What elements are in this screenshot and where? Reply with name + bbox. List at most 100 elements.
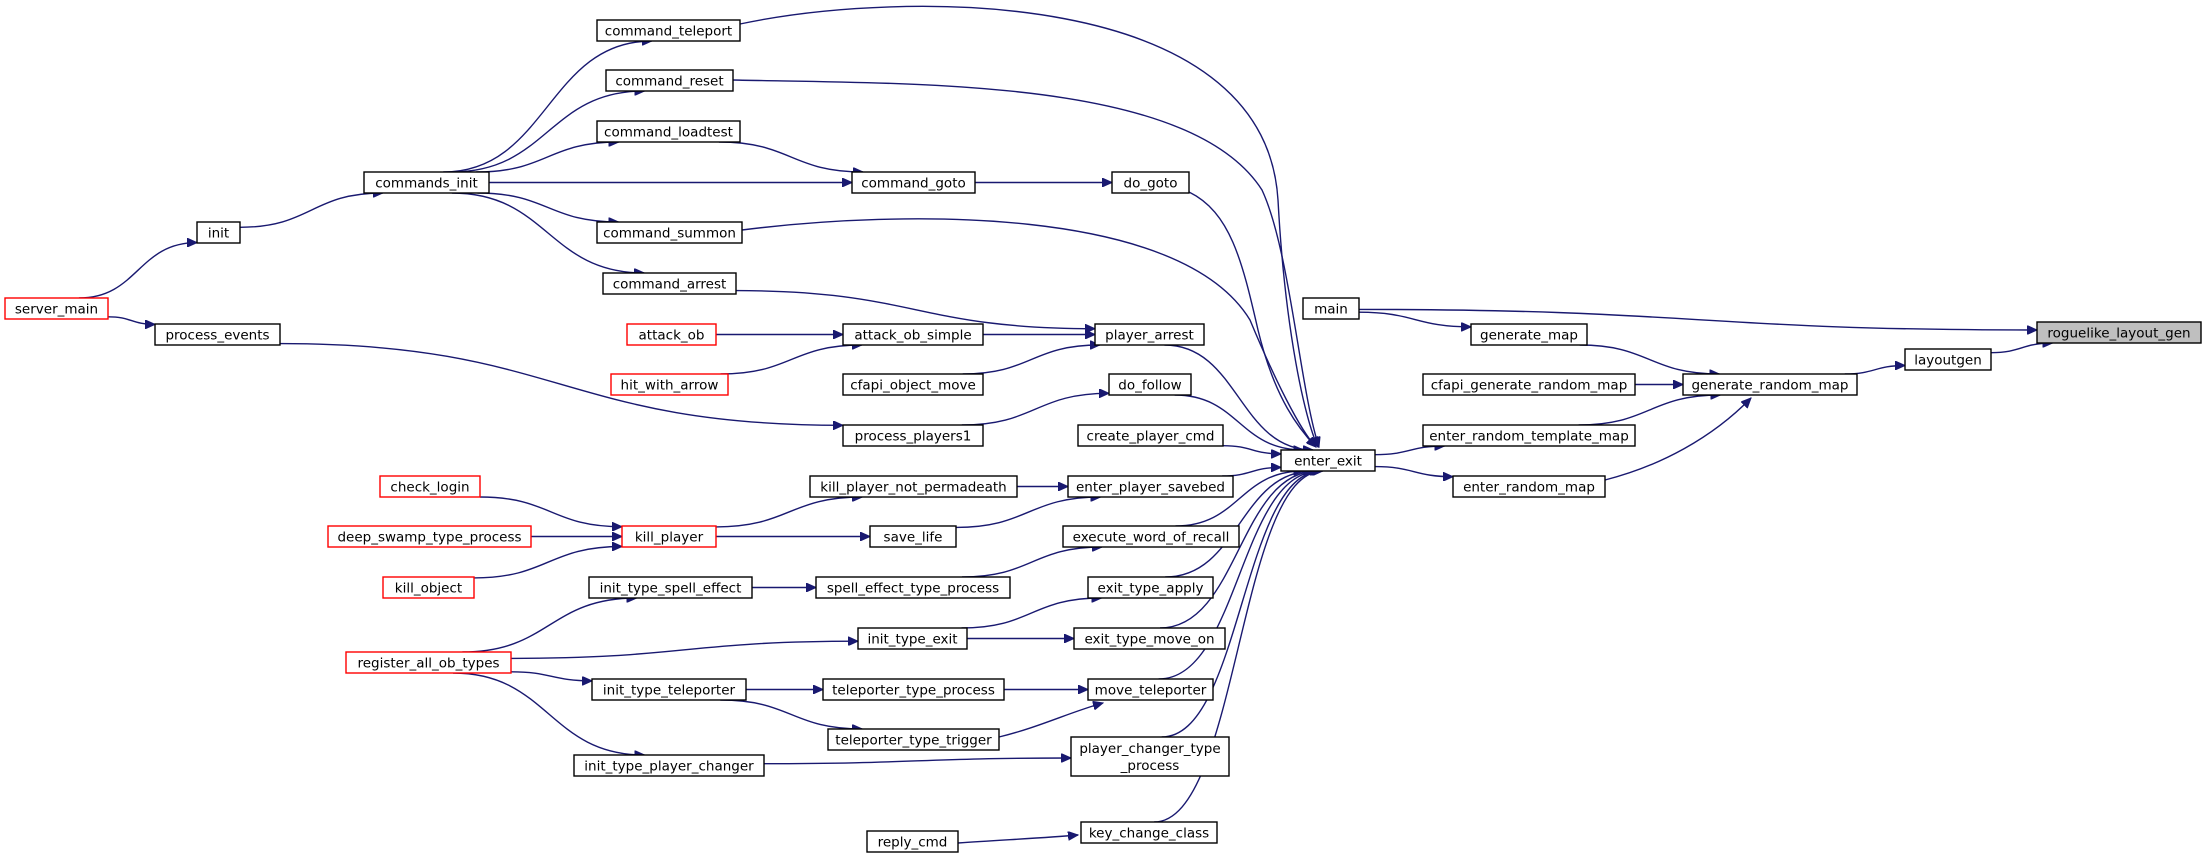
- node-label: kill_object: [395, 581, 462, 597]
- node-label: enter_random_map: [1463, 480, 1595, 496]
- node-server-main[interactable]: server_main: [4, 297, 109, 320]
- node-box: [596, 19, 741, 42]
- node-command-teleport[interactable]: command_teleport: [596, 19, 741, 42]
- node-command-loadtest[interactable]: command_loadtest: [596, 120, 741, 143]
- edge-line: [1579, 344, 1720, 374]
- edge-line: [1165, 471, 1313, 578]
- node-player-arrest[interactable]: player_arrest: [1094, 323, 1205, 346]
- node-init-type-player-changer[interactable]: init_type_player_changer: [573, 754, 765, 777]
- node-kill-player-not-permadeath[interactable]: kill_player_not_permadeath: [809, 475, 1018, 498]
- node-check-login[interactable]: check_login: [379, 475, 481, 498]
- node-init-type-exit[interactable]: init_type_exit: [857, 627, 968, 650]
- node-box: [196, 221, 241, 244]
- edge-line: [1154, 471, 1323, 823]
- node-teleporter-type-process[interactable]: teleporter_type_process: [822, 678, 1005, 701]
- node-box: [1904, 348, 1992, 371]
- node-do-follow[interactable]: do_follow: [1108, 373, 1192, 396]
- node-box: [621, 525, 717, 548]
- node-attack-ob-simple[interactable]: attack_ob_simple: [842, 323, 984, 346]
- edge-save_life-to-enter_player_savebed: [955, 497, 1101, 529]
- node-hit-with-arrow[interactable]: hit_with_arrow: [610, 373, 729, 396]
- node-box: [379, 475, 481, 498]
- node-label: check_login: [390, 480, 469, 496]
- edge-command_arrest-to-player_arrest: [735, 289, 1095, 329]
- node-exit-type-apply[interactable]: exit_type_apply: [1087, 576, 1214, 599]
- node-box: [596, 120, 741, 143]
- node-kill-player[interactable]: kill_player: [621, 525, 717, 548]
- node-box: [866, 830, 959, 853]
- node-box: [842, 424, 984, 447]
- edge-do_follow-to-enter_exit: [1174, 394, 1304, 450]
- edge-exit_type_move_on-to-enter_exit: [1159, 471, 1318, 629]
- edge-line: [1990, 343, 2053, 354]
- edge-main-to-roguelike_layout_gen: [1358, 308, 2037, 330]
- node-box: [1094, 323, 1205, 346]
- node-deep-swamp-type-process[interactable]: deep_swamp_type_process: [327, 525, 532, 548]
- node-register-all-ob-types[interactable]: register_all_ob_types: [345, 651, 512, 674]
- edge-line: [1222, 445, 1281, 454]
- node-label: _process: [1120, 758, 1180, 774]
- node-kill-object[interactable]: kill_object: [382, 576, 475, 599]
- node-move-teleporter[interactable]: move_teleporter: [1087, 678, 1214, 701]
- node-command-reset[interactable]: command_reset: [605, 69, 734, 92]
- node-enter-player-savebed[interactable]: enter_player_savebed: [1067, 475, 1234, 498]
- node-box: [382, 576, 475, 599]
- node-command-arrest[interactable]: command_arrest: [602, 272, 737, 295]
- node-teleporter-type-trigger[interactable]: teleporter_type_trigger: [827, 728, 1000, 751]
- node-attack-ob[interactable]: attack_ob: [626, 323, 717, 346]
- node-cfapi-generate-random-map[interactable]: cfapi_generate_random_map: [1422, 373, 1636, 396]
- edge-move_teleporter-to-enter_exit: [1158, 471, 1320, 680]
- node-main[interactable]: main: [1302, 297, 1360, 320]
- node-spell-effect-type-process[interactable]: spell_effect_type_process: [815, 576, 1011, 599]
- node-command-goto[interactable]: command_goto: [851, 171, 976, 194]
- node-process-events[interactable]: process_events: [154, 323, 281, 346]
- edge-line: [957, 835, 1078, 844]
- node-player-changer-type-process[interactable]: player_changer_type_process: [1070, 736, 1230, 777]
- edge-line: [739, 5, 1319, 447]
- node-execute-word-of-recall[interactable]: execute_word_of_recall: [1062, 525, 1240, 548]
- node-box: [1682, 373, 1858, 396]
- node-label: hit_with_arrow: [621, 378, 719, 394]
- edge-line: [1174, 394, 1304, 450]
- node-do-goto[interactable]: do_goto: [1111, 171, 1190, 194]
- edge-line: [239, 193, 383, 228]
- node-create-player-cmd[interactable]: create_player_cmd: [1077, 424, 1224, 447]
- edge-teleporter_type_trigger-to-move_teleporter: [998, 703, 1103, 738]
- node-enter-exit[interactable]: enter_exit: [1280, 449, 1376, 472]
- node-roguelike-layout-gen[interactable]: roguelike_layout_gen: [2036, 321, 2202, 344]
- node-label: deep_swamp_type_process: [337, 530, 521, 546]
- node-label: exit_type_apply: [1098, 581, 1204, 597]
- node-box: [1087, 678, 1214, 701]
- node-init[interactable]: init: [196, 221, 241, 244]
- edge-generate_random_map-to-layoutgen: [1844, 366, 1905, 375]
- node-cfapi-object-move[interactable]: cfapi_object_move: [842, 373, 984, 396]
- edge-check_login-to-kill_player: [479, 496, 622, 527]
- node-init-type-teleporter[interactable]: init_type_teleporter: [591, 678, 747, 701]
- node-reply-cmd[interactable]: reply_cmd: [866, 830, 959, 853]
- edge-enter_random_map-to-generate_random_map: [1604, 398, 1751, 481]
- node-process-players1[interactable]: process_players1: [842, 424, 984, 447]
- edge-line: [78, 243, 197, 299]
- node-init-type-spell-effect[interactable]: init_type_spell_effect: [588, 576, 753, 599]
- edge-enter_exit-to-enter_random_map: [1374, 465, 1453, 477]
- edge-line: [451, 192, 644, 273]
- node-save-life[interactable]: save_life: [869, 525, 957, 548]
- node-enter-random-template-map[interactable]: enter_random_template_map: [1422, 424, 1636, 447]
- node-exit-type-move-on[interactable]: exit_type_move_on: [1073, 627, 1226, 650]
- edge-line: [1374, 446, 1445, 456]
- node-label: exit_type_move_on: [1084, 632, 1214, 648]
- edge-enter_player_savebed-to-enter_exit: [1222, 467, 1281, 477]
- node-layoutgen[interactable]: layoutgen: [1904, 348, 1992, 371]
- edge-kill_object-to-kill_player: [473, 547, 622, 579]
- edge-line: [1175, 471, 1304, 527]
- node-commands-init[interactable]: commands_init: [363, 171, 490, 194]
- edge-line: [962, 345, 1100, 375]
- node-generate-random-map[interactable]: generate_random_map: [1682, 373, 1858, 396]
- node-enter-random-map[interactable]: enter_random_map: [1452, 475, 1606, 498]
- node-command-summon[interactable]: command_summon: [596, 221, 743, 244]
- node-key-change-class[interactable]: key_change_class: [1080, 821, 1218, 844]
- edge-line: [1358, 308, 2037, 330]
- node-box: [1470, 323, 1588, 346]
- node-generate-map[interactable]: generate_map: [1470, 323, 1588, 346]
- node-box: [1280, 449, 1376, 472]
